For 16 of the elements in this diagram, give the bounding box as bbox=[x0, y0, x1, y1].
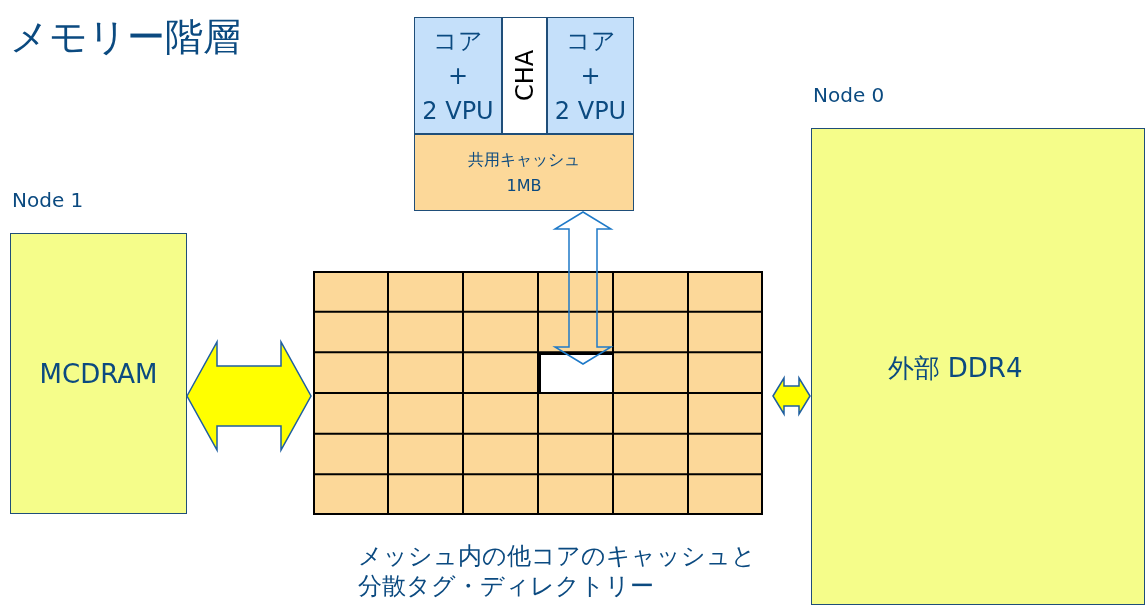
block-arrow bbox=[772, 375, 811, 417]
core-box: コア + 2 VPU bbox=[414, 17, 502, 134]
box-label: 外部 DDR4 bbox=[887, 352, 1023, 385]
node-label: メッシュ内の他コアのキャッシュと分散タグ・ディレクトリー bbox=[358, 541, 757, 601]
node-heading: Node 1 bbox=[12, 188, 84, 212]
mesh-grid bbox=[313, 271, 763, 515]
block-arrow bbox=[552, 211, 614, 365]
node-heading: Node 0 bbox=[813, 83, 885, 107]
block-arrow bbox=[186, 339, 312, 453]
box-label: MCDRAM bbox=[39, 358, 158, 389]
cha-box: CHA bbox=[502, 17, 547, 134]
core-box: コア + 2 VPU bbox=[547, 17, 634, 134]
title: メモリー階層 bbox=[10, 14, 241, 61]
mesh-cell bbox=[539, 353, 614, 394]
tile-frame bbox=[414, 17, 634, 211]
cache-box: 共用キャッシュ 1MB bbox=[414, 134, 634, 211]
